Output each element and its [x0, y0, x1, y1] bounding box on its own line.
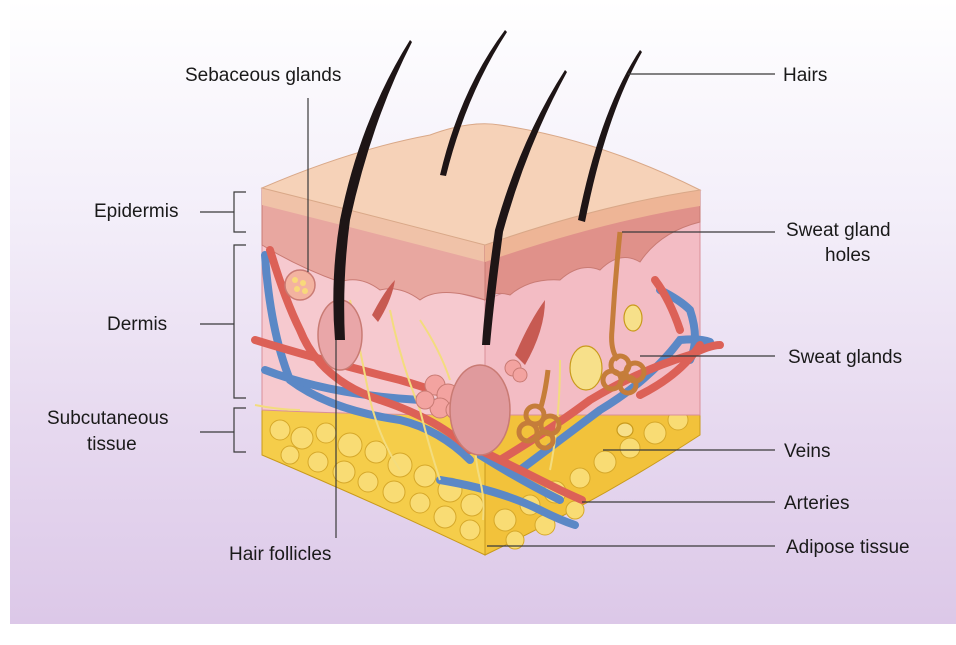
label-sebaceous-glands: Sebaceous glands [185, 64, 341, 88]
label-hair-follicles: Hair follicles [229, 543, 331, 567]
label-sweat-glands: Sweat glands [788, 346, 902, 370]
label-dermis: Dermis [107, 313, 167, 337]
label-hairs: Hairs [783, 64, 827, 88]
label-sweat-gland-holes-line1: Sweat gland [786, 219, 891, 243]
label-adipose-tissue: Adipose tissue [786, 536, 910, 560]
bracket-markers [200, 192, 246, 452]
sebaceous-gland [285, 270, 315, 300]
label-epidermis: Epidermis [94, 200, 178, 224]
label-subcutaneous-line1: Subcutaneous [47, 407, 169, 431]
label-arteries: Arteries [784, 492, 849, 516]
label-sweat-gland-holes-line2: holes [825, 244, 870, 268]
label-subcutaneous-line2: tissue [87, 433, 137, 457]
label-veins: Veins [784, 440, 830, 464]
